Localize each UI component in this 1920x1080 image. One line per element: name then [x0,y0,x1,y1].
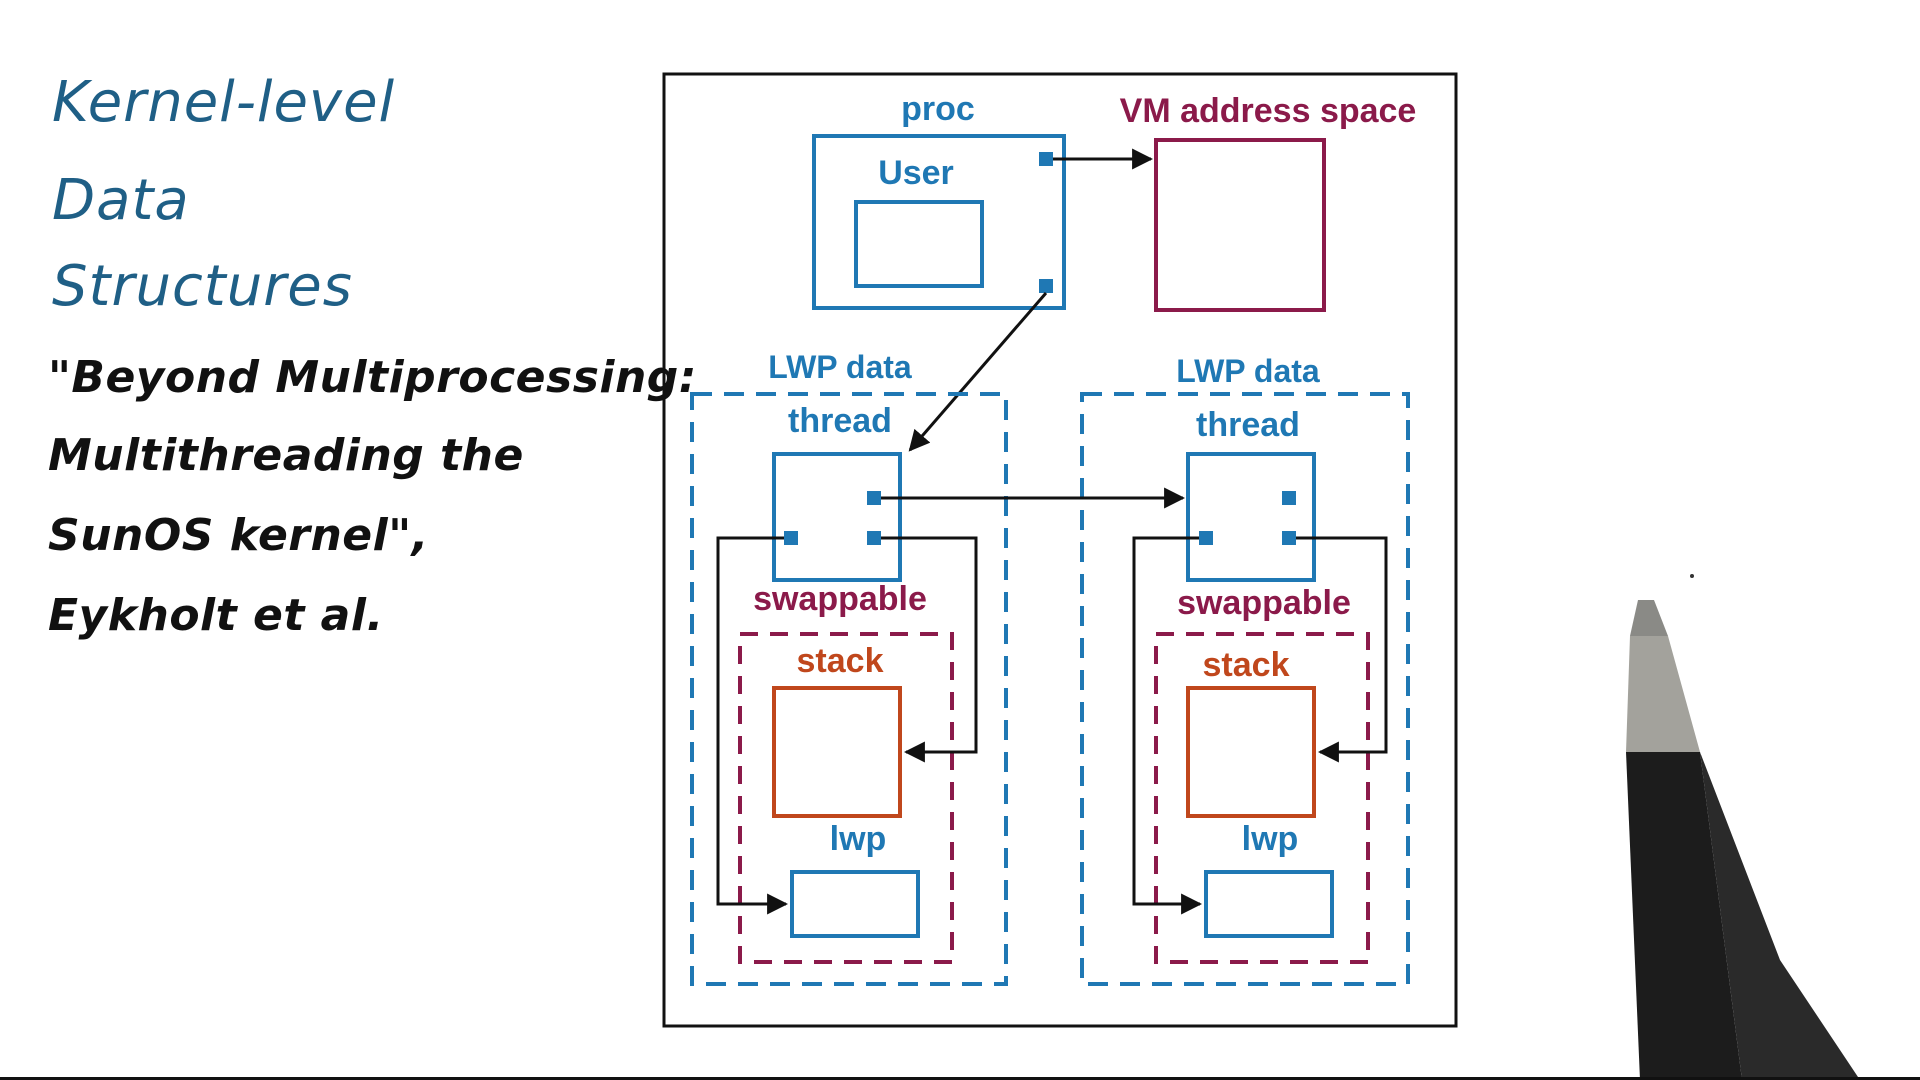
user-label: User [878,154,954,192]
lwp-box-2 [1204,870,1334,938]
thread-1-pointer-next [867,491,881,505]
lwp-data-label-2: LWP data [1176,353,1320,389]
arrow-thread1-to-lwp1 [716,536,789,915]
stack-box-2 [1186,686,1316,818]
swappable-label-2: swappable [1177,584,1351,622]
citation-line-4: Eykholt et al. [48,590,384,641]
diagram-frame [662,72,1458,1028]
swappable-region-1 [738,632,954,964]
title-line-3: Structures [52,254,353,319]
swappable-label-1: swappable [753,580,927,618]
thread-label-2: thread [1196,406,1300,444]
citation-line-3: SunOS kernel", [48,510,429,561]
lwp-box-1 [790,870,920,938]
pen-illustration [1626,574,1860,1080]
proc-box [812,134,1066,310]
proc-pointer-vm [1039,152,1053,166]
citation-line-1: "Beyond Multiprocessing: [48,352,697,403]
citation-line-2: Multithreading the [48,430,524,481]
lwp-label-1: lwp [830,820,887,858]
proc-pointer-thread [1039,279,1053,293]
arrow-thread2-to-stack2 [1296,536,1388,763]
thread-2-pointer-lwp [1199,531,1213,545]
lwp-data-group-2 [1080,392,1410,986]
thread-box-2 [1186,452,1316,582]
title-line-1: Kernel-level [52,70,396,135]
title-line-2: Data [52,168,190,233]
stack-label-2: stack [1203,646,1290,684]
lwp-data-group-1 [690,392,1008,986]
swappable-region-2 [1154,632,1370,964]
proc-label: proc [901,90,975,128]
user-box [854,200,984,288]
lwp-data-label-1: LWP data [768,349,912,385]
vm-box [1154,138,1326,312]
stack-box-1 [772,686,902,818]
vm-label: VM address space [1120,92,1417,130]
stack-label-1: stack [797,642,884,680]
arrow-proc-to-thread-1 [908,292,1048,452]
thread-box-1 [772,452,902,582]
thread-label-1: thread [788,402,892,440]
thread-2-pointer-stack [1282,531,1296,545]
thread-1-pointer-stack [867,531,881,545]
arrow-thread2-to-lwp2 [1132,536,1203,915]
thread-2-pointer-next [1282,491,1296,505]
bottom-edge [0,1077,1920,1080]
thread-1-pointer-lwp [784,531,798,545]
lwp-label-2: lwp [1242,820,1299,858]
arrow-thread1-to-stack1 [881,536,978,763]
